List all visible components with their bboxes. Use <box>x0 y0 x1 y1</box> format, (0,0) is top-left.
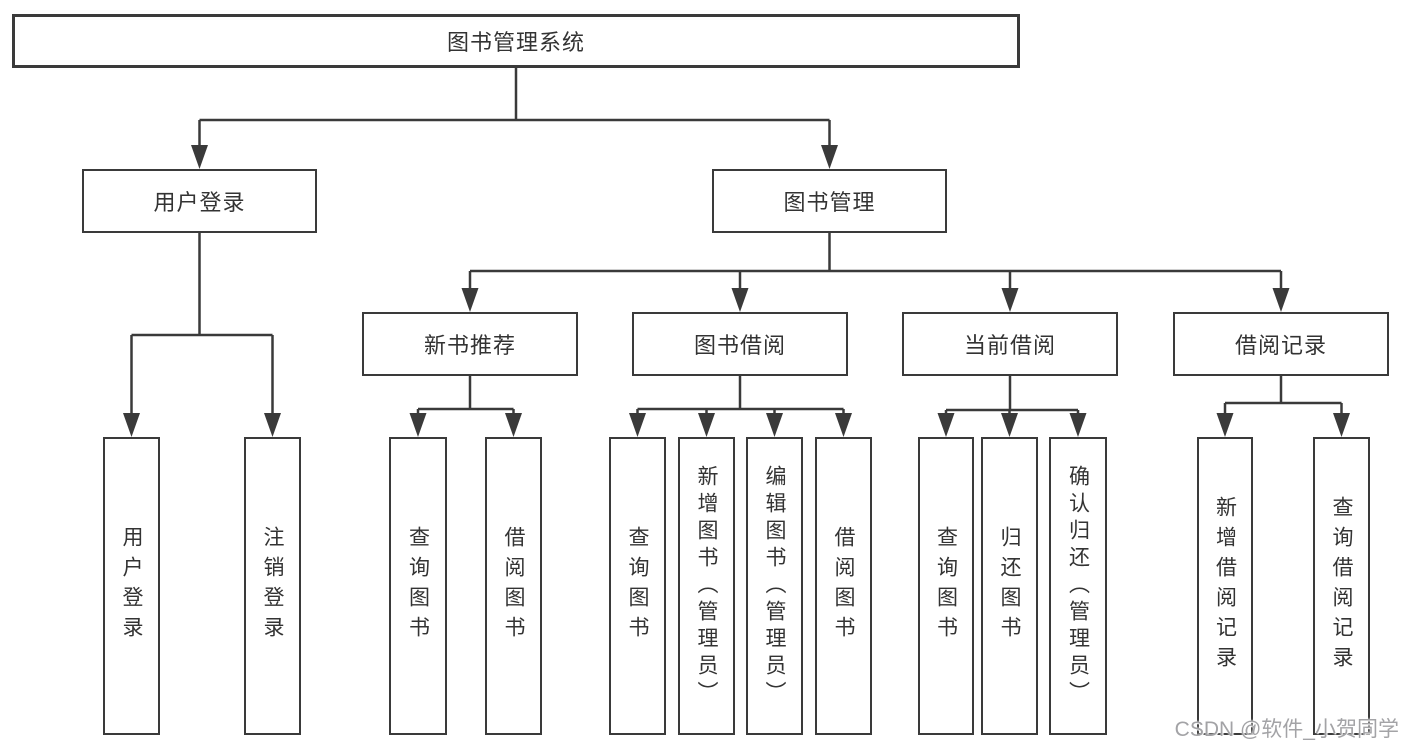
node-user-login: 用户登录 <box>82 169 317 233</box>
leaf-borrow-books-borrowing: 借阅图书 <box>815 437 872 735</box>
node-label: 新增借阅记录 <box>1213 496 1237 676</box>
node-label: 借阅图书 <box>502 526 525 646</box>
node-label: 新增图书（管理员） <box>695 464 718 708</box>
csdn-watermark: CSDN @软件_小贺同学 <box>1174 718 1399 741</box>
node-book-borrowing: 图书借阅 <box>632 312 848 376</box>
leaf-logout: 注销登录 <box>244 437 301 735</box>
leaf-query-books-borrowing: 查询图书 <box>609 437 666 735</box>
leaf-borrow-books-recommend: 借阅图书 <box>485 437 542 735</box>
leaf-add-book-admin: 新增图书（管理员） <box>678 437 735 735</box>
leaf-query-borrow-record: 查询借阅记录 <box>1313 437 1370 735</box>
node-label: 图书借阅 <box>693 333 786 358</box>
node-label: 归还图书 <box>998 526 1021 646</box>
arrowheads <box>123 145 1350 437</box>
node-label: 注销登录 <box>261 526 284 646</box>
leaf-query-books-recommend: 查询图书 <box>389 437 447 735</box>
leaf-confirm-return-admin: 确认归还（管理员） <box>1049 437 1107 735</box>
node-label: 编辑图书（管理员） <box>763 464 786 708</box>
node-label: 查询图书 <box>934 526 958 646</box>
node-label: 图书管理 <box>783 190 876 215</box>
node-label: 借阅图书 <box>832 526 855 646</box>
node-label: 查询借阅记录 <box>1330 496 1353 676</box>
node-label: 图书管理系统 <box>446 30 585 55</box>
node-label: 查询图书 <box>406 526 430 646</box>
node-label: 借阅记录 <box>1234 333 1327 358</box>
node-current-borrowing: 当前借阅 <box>902 312 1118 376</box>
leaf-query-books-current: 查询图书 <box>918 437 974 735</box>
leaf-add-borrow-record: 新增借阅记录 <box>1197 437 1253 735</box>
node-library-management-system: 图书管理系统 <box>12 14 1020 68</box>
node-label: 确认归还（管理员） <box>1066 464 1090 708</box>
node-label: 当前借阅 <box>963 333 1056 358</box>
node-new-book-recommend: 新书推荐 <box>362 312 578 376</box>
node-label: 用户登录 <box>153 190 246 215</box>
node-book-management: 图书管理 <box>712 169 947 233</box>
node-label: 用户登录 <box>120 526 143 646</box>
leaf-user-login: 用户登录 <box>103 437 160 735</box>
node-label: 查询图书 <box>626 526 649 646</box>
node-borrow-records: 借阅记录 <box>1173 312 1389 376</box>
leaf-return-book: 归还图书 <box>981 437 1038 735</box>
node-label: 新书推荐 <box>423 333 516 358</box>
leaf-edit-book-admin: 编辑图书（管理员） <box>746 437 803 735</box>
